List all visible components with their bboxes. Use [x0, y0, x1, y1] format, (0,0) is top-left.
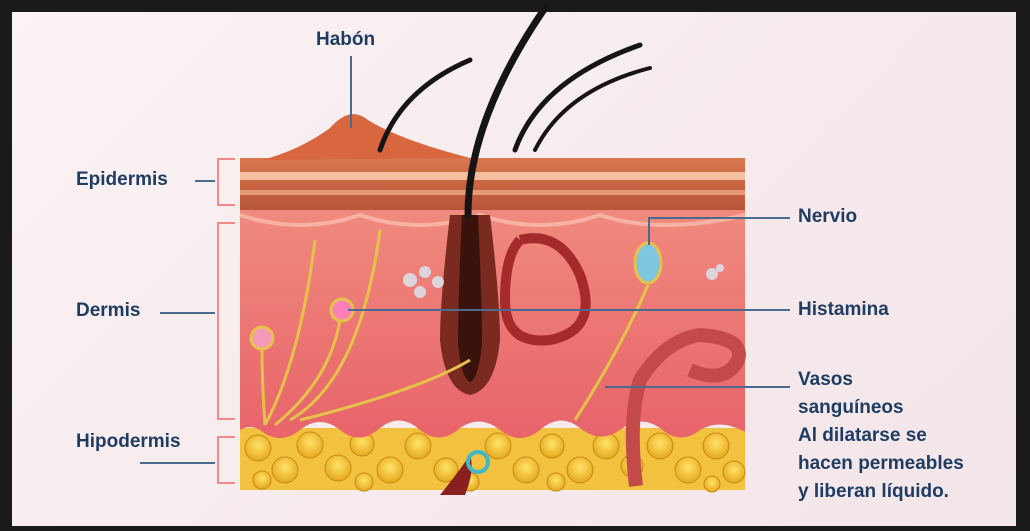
- dermis-bracket: [217, 222, 235, 420]
- vasos-leader: [605, 386, 790, 388]
- epidermis-label: Epidermis: [76, 170, 168, 189]
- hair-follicle: [440, 215, 500, 395]
- dermis-label: Dermis: [76, 301, 140, 320]
- wheal-bump: [262, 114, 470, 160]
- hypodermis-layer: [240, 428, 745, 492]
- vasos-line-1: Vasos: [798, 366, 964, 394]
- histamina-leader: [348, 309, 790, 311]
- epidermis-leader: [195, 180, 215, 182]
- hipodermis-label: Hipodermis: [76, 432, 181, 451]
- vasos-line-2: sanguíneos: [798, 394, 964, 422]
- note-line-1: Al dilatarse se: [798, 422, 964, 450]
- nervio-label: Nervio: [798, 207, 857, 226]
- habon-label: Habón: [316, 30, 375, 49]
- note-line-3: y liberan líquido.: [798, 478, 964, 506]
- histamina-label: Histamina: [798, 300, 889, 319]
- epidermis-bracket: [217, 158, 235, 206]
- nerve-receptor: [635, 243, 661, 283]
- dermis-leader: [160, 312, 215, 314]
- nervio-leader: [648, 217, 790, 219]
- epidermis-layer: [240, 158, 745, 210]
- habon-leader: [350, 56, 352, 128]
- nerve-ending-left: [251, 327, 273, 349]
- hipodermis-leader: [140, 462, 215, 464]
- vasos-label-block: Vasos sanguíneos Al dilatarse se hacen p…: [798, 366, 964, 506]
- nervio-leader-drop: [648, 217, 650, 245]
- note-line-2: hacen permeables: [798, 450, 964, 478]
- hipodermis-bracket: [217, 436, 235, 484]
